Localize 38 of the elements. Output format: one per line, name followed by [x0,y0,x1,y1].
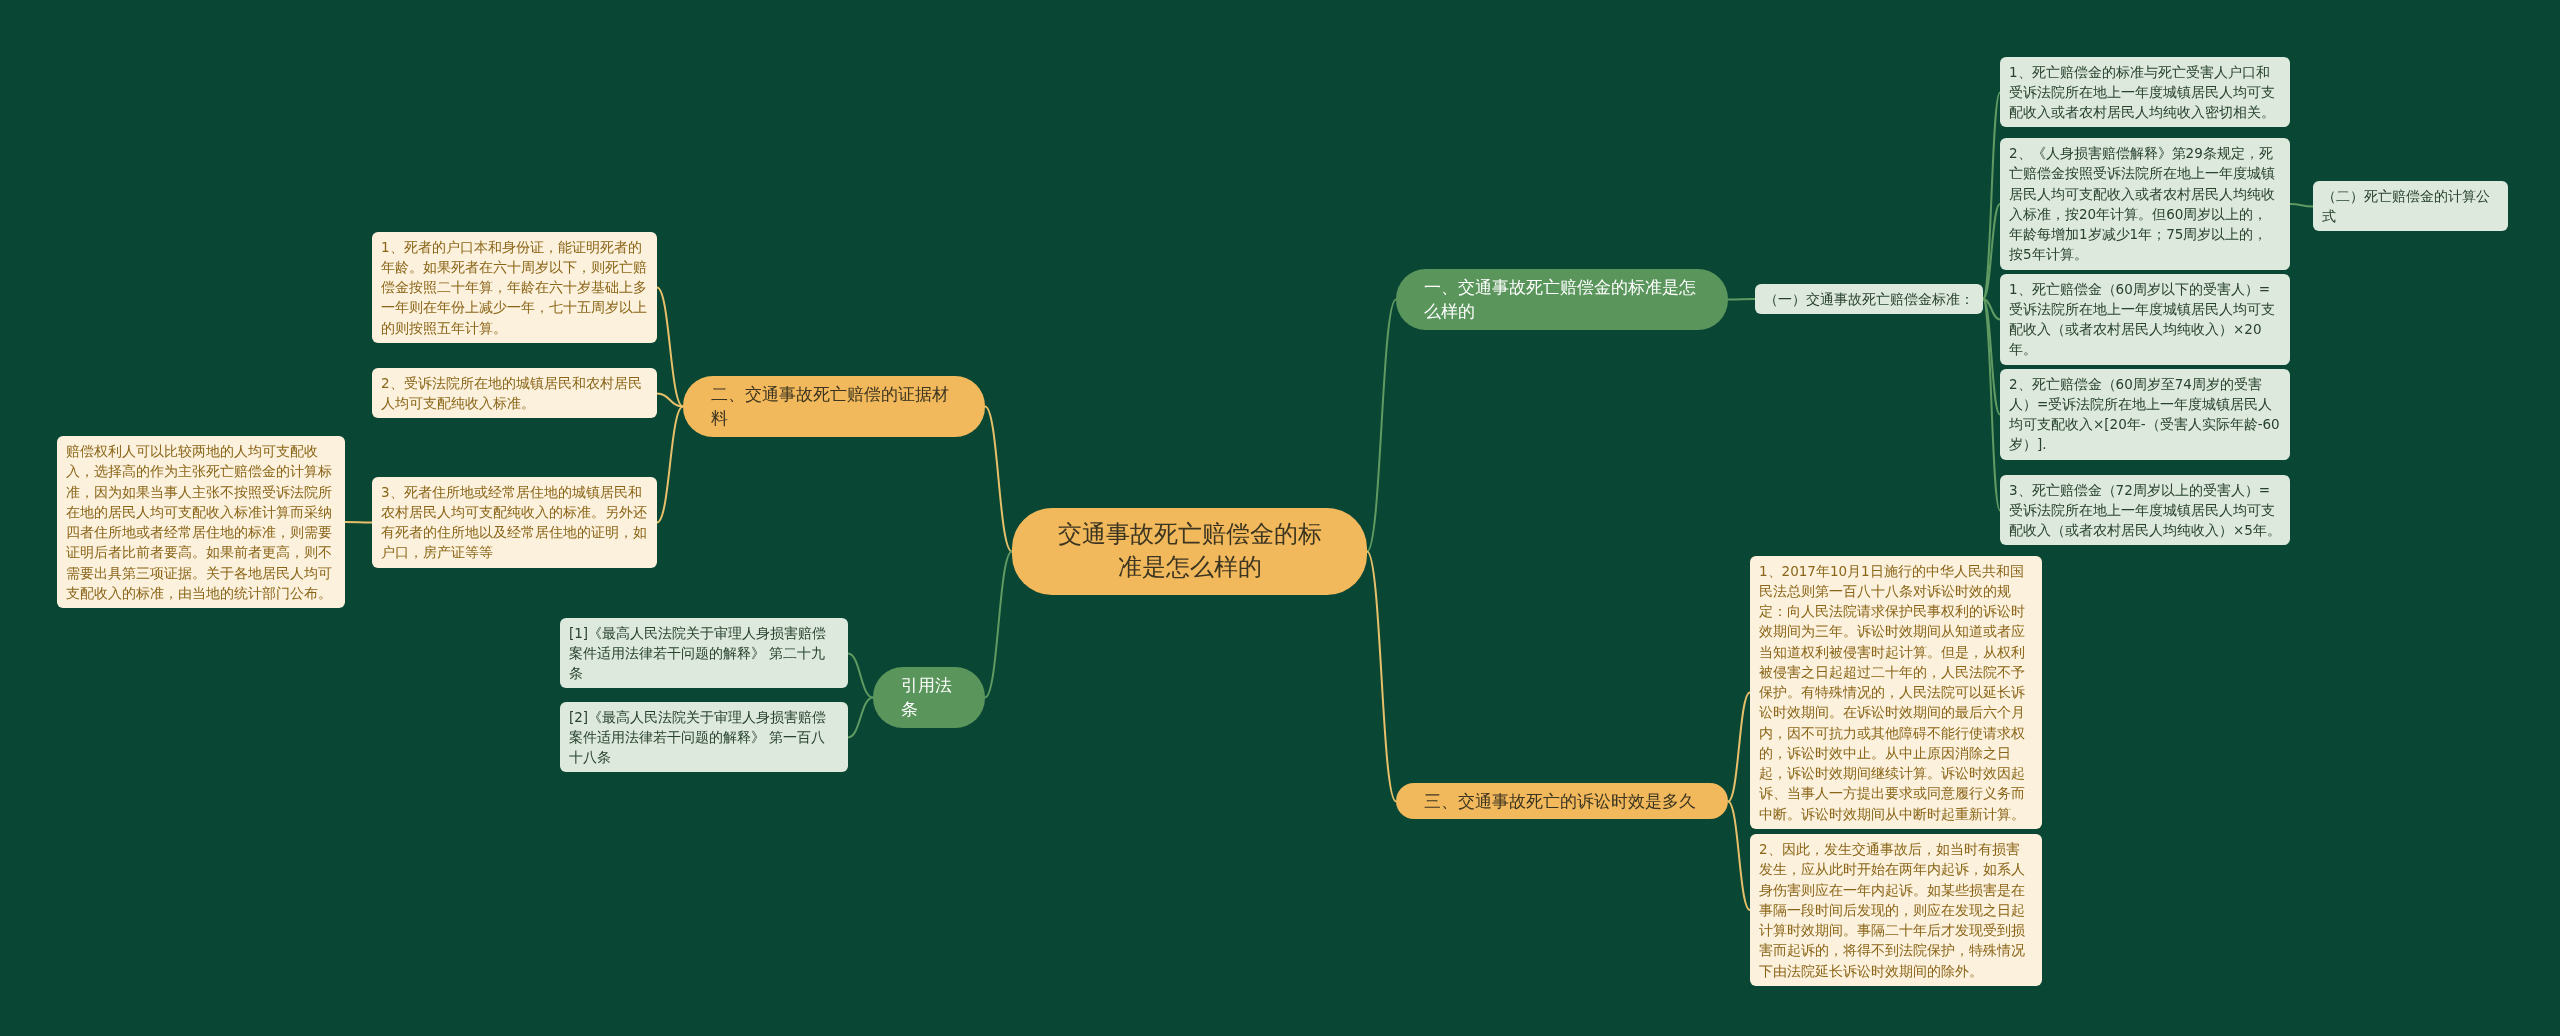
leaf-box: 1、死亡赔偿金的标准与死亡受害人户口和受诉法院所在地上一年度城镇居民人均可支配收入或者农村居民人均纯收入密切相关。 [2000,56,2290,128]
subtopic-box: （二）死亡赔偿金的计算公式 [2313,180,2508,231]
connector-line [1366,550,1397,803]
leaf-box: 3、死亡赔偿金（72周岁以上的受害人）=受诉法院所在地上一年度城镇居民人均可支配收入（或者农村居民人均纯收入）×5年。 [2000,474,2290,546]
branch-topic: 三、交通事故死亡的诉讼时效是多久 [1396,782,1728,820]
leaf-box: 赔偿权利人可以比较两地的人均可支配收入，选择高的作为主张死亡赔偿金的计算标准，因为如果当事人主张不按照受诉法院所在地的居民人均可支配收入标准计算而采纳四者住所地或者经常居住地的标准，则需要证明后者比前者要高。如果前者更高，则不需要出具第三项证据。关于各地居民人均可支配收入的标准，由当地的统计部门公布。 [57,436,345,608]
connector-line [984,550,1013,699]
leaf-box: 3、死者住所地或经常居住地的城镇居民和农村居民人均可支配纯收入的标准。另外还有死者的住所地以及经常居住地的证明，如户口，房产证等等 [372,476,657,568]
leaf-box: [2]《最高人民法院关于审理人身损害赔偿案件适用法律若干问题的解释》 第一百八十八条 [560,701,848,773]
connector-line [1727,691,1751,803]
branch-topic: 引用法条 [873,666,985,728]
leaf-box: 2、因此，发生交通事故后，如当时有损害发生，应从此时开始在两年内起诉，如系人身伤害则应在一年内起诉。如某些损害是在事隔一段时间后发现的，则应在发现之日起计算时效期间。事隔二十年后才发现受到损害而起诉的，将得不到法院保护，特殊情况下由法院延长诉讼时效期间的除外。 [1750,834,2042,986]
leaf-box: 2、受诉法院所在地的城镇居民和农村居民人均可支配纯收入标准。 [372,367,657,418]
connector-line [2289,203,2314,208]
leaf-box: 2、死亡赔偿金（60周岁至74周岁的受害人）=受诉法院所在地上一年度城镇居民人均可支配收入×[20年-（受害人实际年龄-60岁）]. [2000,368,2290,460]
leaf-box: 1、2017年10月1日施行的中华人民共和国民法总则第一百八十八条对诉讼时效的规定：向人民法院请求保护民事权利的诉讼时效期间为三年。诉讼时效期间从知道或者应当知道权利被侵害时起计算。但是，从权利被侵害之日起超过二十年的，人民法院不予保护。有特殊情况的，人民法院可以延长诉讼时效期间。在诉讼时效期间的最后六个月内，因不可抗力或其他障碍不能行使请求权的，诉讼时效中止。从中止原因消除之日起，诉讼时效期间继续计算。诉讼时效因起诉、当事人一方提出要求或同意履行义务而中断。诉讼时效期间从中断时起重新计算。 [1750,555,2042,829]
leaf-box: [1]《最高人民法院关于审理人身损害赔偿案件适用法律若干问题的解释》 第二十九条 [560,617,848,689]
central-topic: 交通事故死亡赔偿金的标准是怎么样的 [1012,507,1367,595]
leaf-box: 1、死亡赔偿金（60周岁以下的受害人）=受诉法院所在地上一年度城镇居民人均可支配收入（或者农村居民人均纯收入）×20年。 [2000,273,2290,365]
connector-line [1982,91,2001,300]
connector-line [656,405,684,524]
connector-line [847,652,874,699]
connector-line [344,521,373,524]
connector-line [847,696,874,739]
connector-line [1982,203,2001,300]
leaf-box: 2、《人身损害赔偿解释》第29条规定，死亡赔偿金按照受诉法院所在地上一年度城镇居民人均可支配收入或者农村居民人均纯收入标准，按20年计算。但60周岁以上的，年龄每增加1岁减少1年；75周岁以上的，按5年计算。 [2000,138,2290,270]
connector-line [656,392,684,408]
connector-line [1366,298,1397,553]
connector-line [1982,298,2001,321]
connector-line [1982,298,2001,416]
connector-line [1727,298,1756,301]
leaf-box: 1、死者的户口本和身份证，能证明死者的年龄。如果死者在六十周岁以下，则死亡赔偿金按照二十年算，年龄在六十岁基础上多一年则在年份上减少一年，七十五周岁以上的则按照五年计算。 [372,231,657,343]
connector-line [656,286,684,408]
branch-topic: 二、交通事故死亡赔偿的证据材料 [683,375,985,437]
subtopic-box: （一）交通事故死亡赔偿金标准： [1755,284,1983,315]
branch-topic: 一、交通事故死亡赔偿金的标准是怎么样的 [1396,268,1728,330]
connector-line [1727,800,1751,911]
connector-line [984,405,1013,553]
